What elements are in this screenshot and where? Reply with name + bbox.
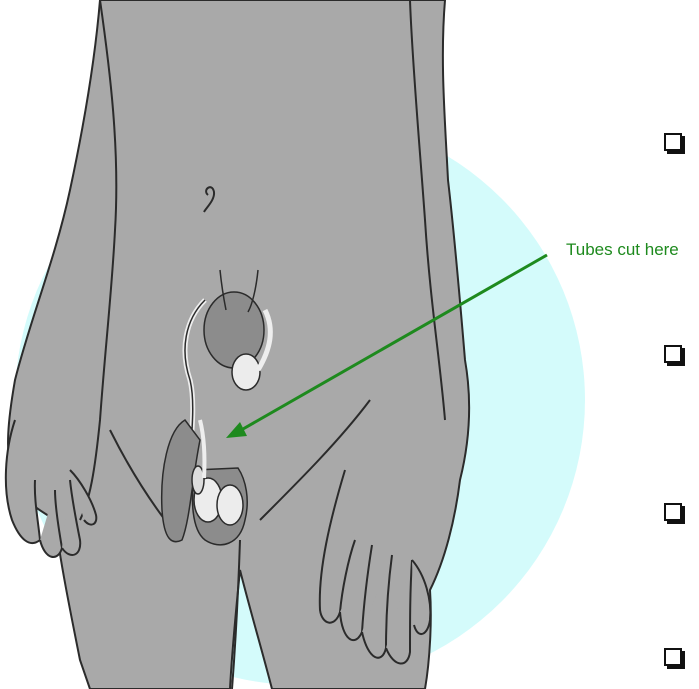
checkbox-1[interactable] — [664, 133, 682, 151]
epididymis — [192, 466, 204, 494]
bladder — [204, 292, 264, 368]
checkbox-3[interactable] — [664, 503, 682, 521]
testis-right — [217, 485, 243, 525]
seminal-vesicle — [232, 354, 260, 390]
checkbox-4[interactable] — [664, 648, 682, 666]
checkbox-2[interactable] — [664, 345, 682, 363]
annotation-label: Tubes cut here — [566, 240, 679, 260]
